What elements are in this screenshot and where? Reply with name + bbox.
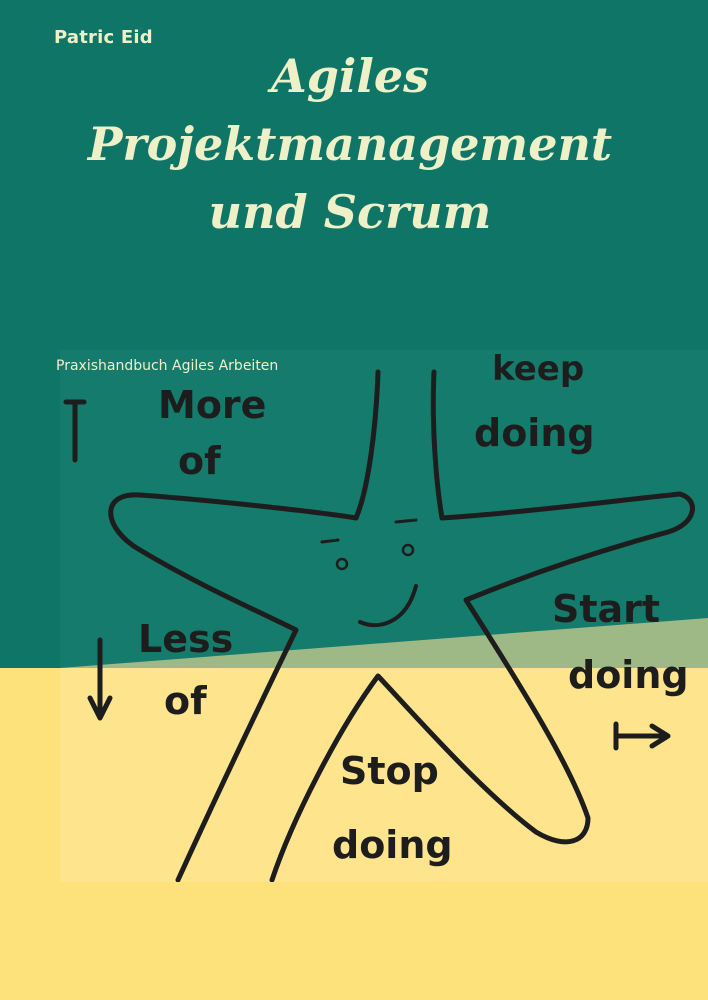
- label-start-doing: doing: [568, 653, 689, 697]
- photo-upper-tint: [60, 350, 708, 668]
- right-eye: [401, 543, 415, 557]
- starfish-outline: [108, 369, 695, 882]
- left-eye: [335, 557, 349, 571]
- author-name: Patric Eid: [54, 27, 153, 48]
- smile: [358, 584, 418, 627]
- label-less: Less: [138, 617, 233, 661]
- label-more-of: of: [178, 439, 221, 483]
- starfish-drawing: More of keep doing Less of Start doing S…: [60, 350, 708, 882]
- up-arrow-icon: [63, 399, 87, 463]
- label-stop-doing: doing: [332, 823, 453, 867]
- book-subtitle: Praxishandbuch Agiles Arbeiten: [56, 358, 279, 374]
- book-title: Agiles Projektmanagement und Scrum: [60, 42, 640, 246]
- right-arrow-icon: [613, 721, 671, 751]
- label-more: More: [158, 383, 266, 427]
- label-start: Start: [552, 587, 660, 631]
- label-keep-doing: doing: [474, 411, 595, 455]
- label-less-of: of: [164, 679, 207, 723]
- label-stop: Stop: [340, 749, 439, 793]
- title-line-3: und Scrum: [208, 185, 492, 239]
- left-eyebrow: [320, 538, 340, 544]
- right-eyebrow: [394, 518, 418, 524]
- down-arrow-icon: [87, 637, 113, 721]
- title-line-1: Agiles: [271, 49, 429, 103]
- starfish-retrospective-photo: More of keep doing Less of Start doing S…: [60, 350, 708, 882]
- title-line-2: Projektmanagement: [87, 117, 613, 171]
- photo-lower-paper: [60, 618, 708, 882]
- label-keep: keep: [492, 350, 584, 389]
